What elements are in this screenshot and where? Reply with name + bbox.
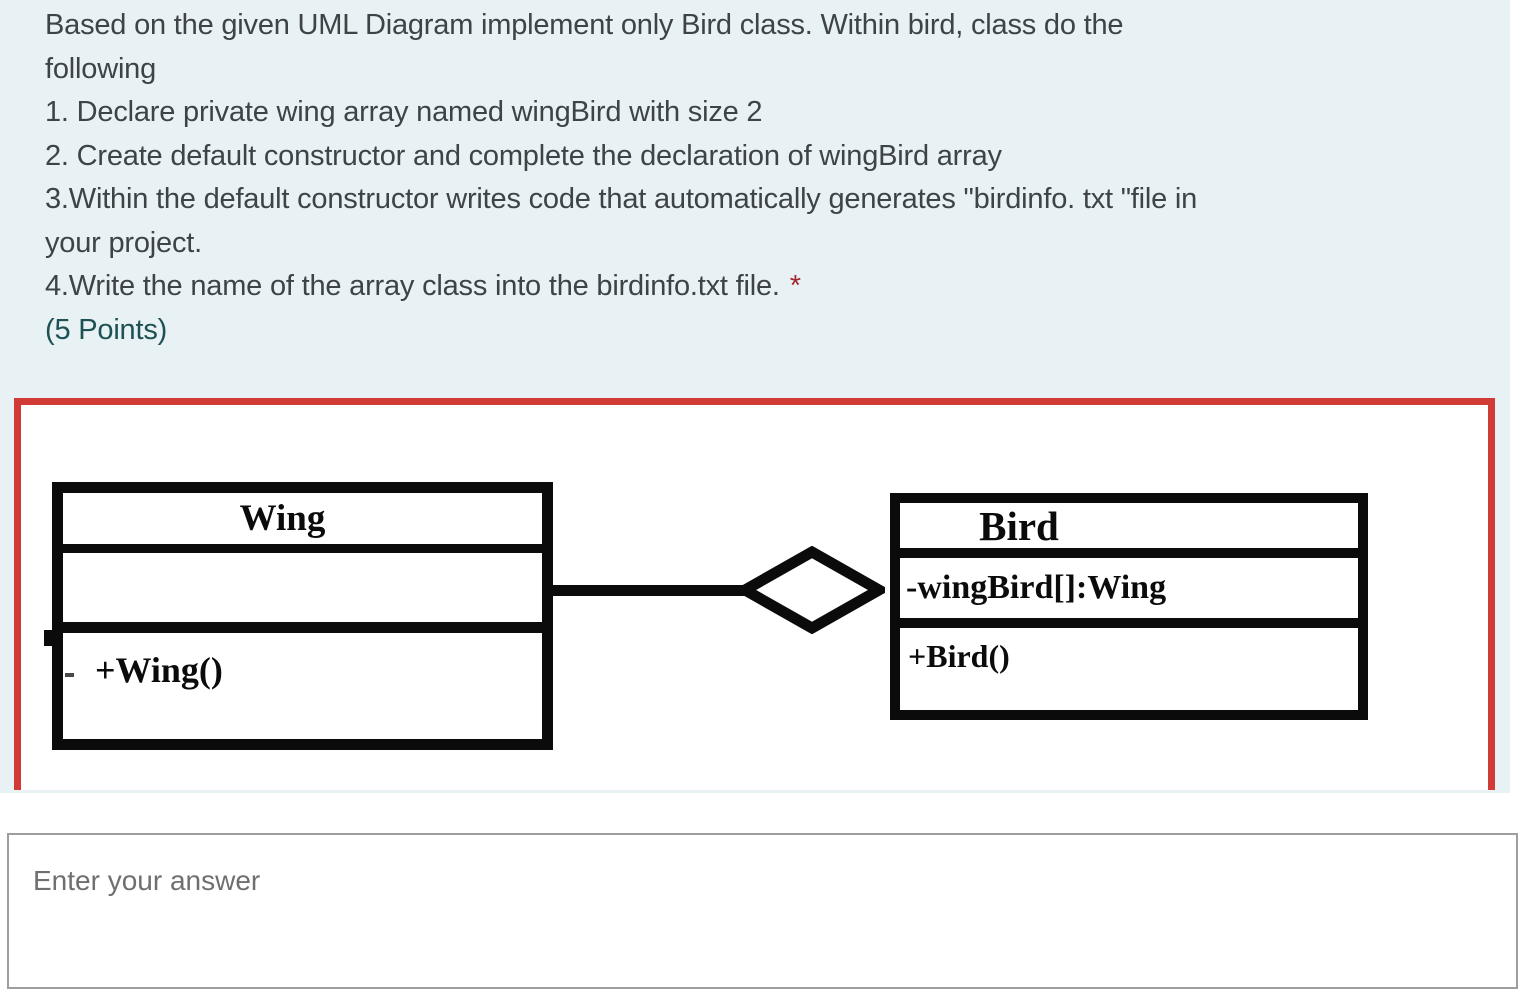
required-asterisk: * (789, 270, 801, 302)
uml-diagram-image: Wing +Wing() Bird -wingBird[]:Wing +Bird… (14, 398, 1495, 790)
bird-divider-1 (900, 548, 1358, 558)
question-text-block: Based on the given UML Diagram implement… (45, 4, 1475, 352)
aggregation-diamond-icon (739, 546, 885, 634)
question-card: Based on the given UML Diagram implement… (0, 0, 1510, 793)
bird-methods-section: +Bird() (908, 638, 1010, 675)
question-line: 3.Within the default constructor writes … (45, 183, 1198, 215)
wing-methods-section: +Wing() (95, 649, 223, 690)
association-line (553, 585, 757, 596)
drawing-artifact (44, 630, 56, 646)
answer-input[interactable] (7, 833, 1518, 989)
wing-divider-2 (63, 621, 542, 633)
question-line: Based on the given UML Diagram implement… (45, 9, 1124, 41)
wing-class-name: Wing (239, 498, 326, 540)
question-line: 1. Declare private wing array named wing… (45, 96, 763, 128)
drawing-artifact (65, 673, 74, 677)
question-line: 2. Create default constructor and comple… (45, 139, 1002, 172)
bird-class-name: Bird (979, 502, 1059, 549)
wing-attributes-section (63, 553, 542, 622)
question-line: 4.Write the name of the array class into… (45, 270, 780, 302)
question-line-with-marker: 4.Write the name of the array class into… (45, 265, 1475, 309)
uml-class-bird: Bird -wingBird[]:Wing +Bird() (890, 493, 1368, 720)
uml-class-wing: Wing +Wing() (52, 482, 553, 750)
points-label: (5 Points) (45, 313, 168, 346)
bird-divider-2 (900, 618, 1358, 629)
question-line: your project. (45, 226, 202, 259)
bird-attributes-section: -wingBird[]:Wing (906, 569, 1167, 607)
wing-divider-1 (63, 544, 542, 554)
question-line: following (45, 52, 157, 85)
